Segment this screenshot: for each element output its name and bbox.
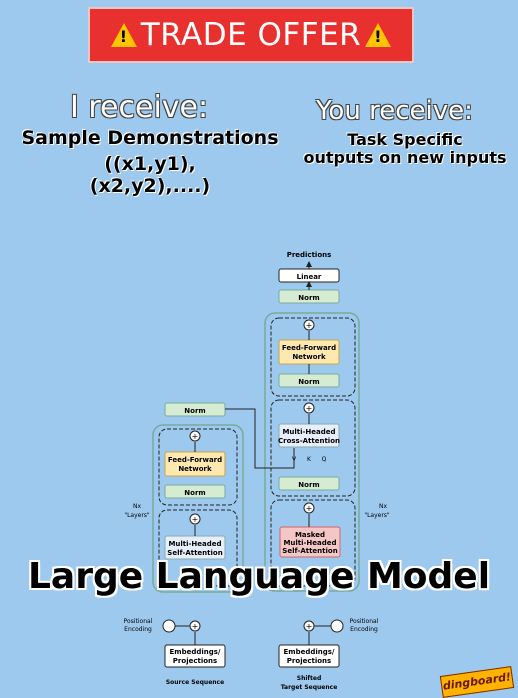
self-attention-label: Self-Attention <box>167 549 222 557</box>
ff-label-2: Network <box>178 465 212 473</box>
embeddings-label: Embeddings/ <box>284 648 335 656</box>
nx-label: Nx <box>379 503 387 510</box>
predictions-label: Predictions <box>287 251 332 259</box>
right-heading: You receive: <box>316 96 473 126</box>
positional-label: Positional <box>124 618 153 625</box>
right-line-1: Task Specific <box>347 130 463 149</box>
left-line-2: ((x1,y1),(x2,y2),....) <box>89 153 211 197</box>
connector-lines <box>175 261 331 645</box>
add-node <box>303 502 315 514</box>
encoder-ff-block <box>158 428 238 506</box>
add-node <box>303 402 315 414</box>
add-node <box>303 319 315 331</box>
mha-label: Multi-Headed <box>283 539 336 547</box>
shifted-label: Shifted <box>297 675 322 682</box>
layers-label: "Layers" <box>364 512 390 519</box>
decoder-stack <box>264 312 360 592</box>
plus-symbol: + <box>306 504 313 513</box>
layers-label: "Layers" <box>124 512 150 519</box>
decoder-self-block <box>270 499 356 587</box>
plus-symbol: + <box>192 432 199 441</box>
ff-label-1: Feed-Forward <box>168 456 222 464</box>
mha-label: Multi-Headed <box>168 540 221 548</box>
llm-caption: Large Language Model <box>27 556 491 597</box>
nx-label: Nx <box>133 503 141 510</box>
right-line-2: outputs on new inputs <box>303 148 507 167</box>
warning-icon: ! <box>365 23 392 47</box>
wave-icon <box>330 619 344 633</box>
k-label: K <box>307 456 312 463</box>
norm-label: Norm <box>184 407 205 415</box>
norm-label: Norm <box>298 481 319 489</box>
decoder-norm <box>278 476 340 491</box>
encoder-stack <box>152 424 244 593</box>
projections-label: Projections <box>287 657 331 665</box>
cross-attention-label: Cross-Attention <box>278 437 340 445</box>
masked-label: Masked <box>295 531 325 539</box>
norm-label: Norm <box>184 489 205 497</box>
decoder-ff-block <box>270 317 356 397</box>
add-node <box>189 430 201 442</box>
positional-label: Positional <box>350 618 379 625</box>
encoder-norm <box>164 484 226 499</box>
mha-label: Multi-Headed <box>282 428 335 436</box>
wave-icon <box>162 619 176 633</box>
q-label: Q <box>322 456 327 463</box>
encoding-label: Encoding <box>350 626 378 633</box>
norm-label: Norm <box>298 294 319 302</box>
decoder-cross-block <box>270 399 356 497</box>
projections-label: Projections <box>173 657 217 665</box>
target-sequence-label: Target Sequence <box>281 684 338 691</box>
trade-offer-banner: ! TRADE OFFER ! <box>88 7 414 63</box>
plus-symbol: + <box>306 321 313 330</box>
masked-attention-box <box>279 526 341 558</box>
left-line-1: Sample Demonstrations <box>21 127 279 149</box>
ff-label-1: Feed-Forward <box>282 344 336 352</box>
banner-text: TRADE OFFER <box>140 17 362 53</box>
encoder-self-block <box>158 509 238 587</box>
warning-icon: ! <box>110 23 137 47</box>
plus-symbol: + <box>306 404 313 413</box>
norm-label: Norm <box>298 378 319 386</box>
add-node <box>189 513 201 525</box>
plus-symbol: + <box>192 515 199 524</box>
left-heading: I receive: <box>70 90 209 125</box>
plus-symbol: + <box>306 622 313 631</box>
embeddings-label: Embeddings/ <box>170 648 221 656</box>
ff-label-2: Network <box>292 353 326 361</box>
encoding-label: Encoding <box>124 626 152 633</box>
plus-symbol: + <box>192 622 199 631</box>
self-attention-label: Self-Attention <box>282 547 337 555</box>
linear-label: Linear <box>297 273 322 281</box>
source-sequence-label: Source Sequence <box>166 679 224 686</box>
